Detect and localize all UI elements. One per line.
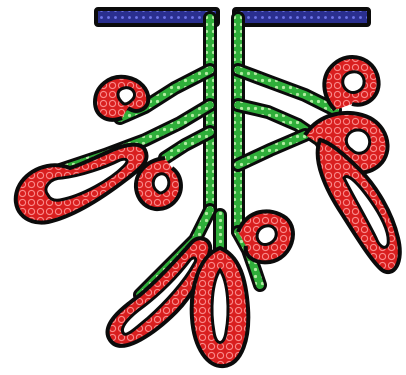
secretory-loop-lower-right (238, 211, 293, 262)
top-duct-right (234, 9, 369, 25)
secretory-loop-bottom-center (192, 248, 249, 366)
top-duct-left (96, 9, 218, 25)
secretory-loop-upper-right (324, 57, 378, 110)
